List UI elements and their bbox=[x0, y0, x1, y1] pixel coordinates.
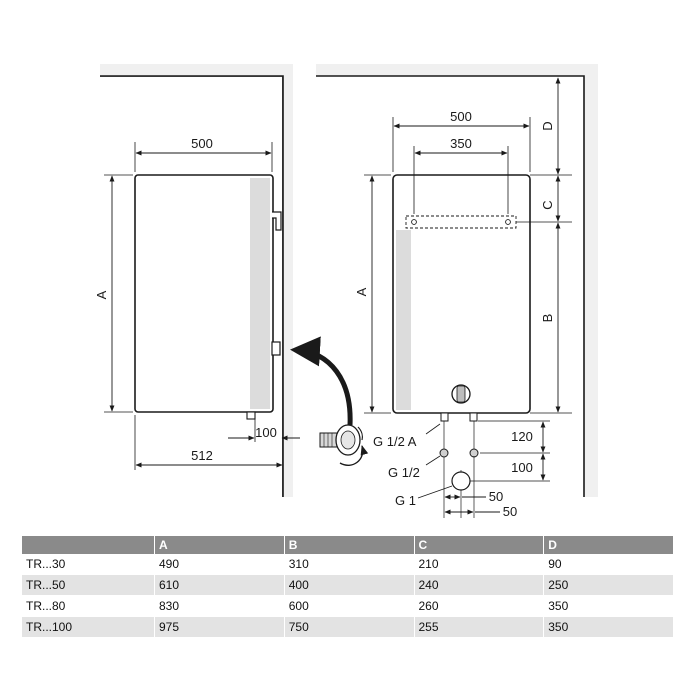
gap-50-b-label: 50 bbox=[503, 504, 517, 519]
table-cell-model: TR...30 bbox=[22, 554, 155, 575]
side-depth-label: 512 bbox=[191, 448, 213, 463]
dimension-b-label: B bbox=[540, 314, 555, 323]
adjustment-knob-icon bbox=[319, 424, 369, 466]
front-tank-shade bbox=[396, 230, 411, 410]
top-bracket bbox=[272, 211, 282, 231]
table-cell-c: 255 bbox=[414, 616, 545, 638]
table-cell-model: TR...100 bbox=[22, 616, 155, 638]
side-height-label: A bbox=[94, 290, 109, 299]
side-tank-body bbox=[134, 174, 274, 413]
pipe-spacing-label: 100 bbox=[511, 460, 533, 475]
table-cell-d: 350 bbox=[543, 616, 674, 638]
dimension-c-label: C bbox=[540, 200, 555, 209]
connection-g-half-right bbox=[469, 448, 479, 458]
bottom-bracket bbox=[271, 341, 281, 356]
table-cell-a: 975 bbox=[154, 616, 285, 638]
side-pipe-offset-label: 100 bbox=[255, 425, 277, 440]
installation-drawing: 500 A 100 512 bbox=[94, 64, 598, 519]
table-cell-c: 260 bbox=[414, 595, 545, 617]
inlet-offset-label: 120 bbox=[511, 429, 533, 444]
front-pipe-stub-right bbox=[469, 412, 478, 422]
table-cell-d: 350 bbox=[543, 595, 674, 617]
side-tank-shade bbox=[250, 178, 270, 409]
table-cell-b: 310 bbox=[284, 554, 415, 575]
g-one-label: G 1 bbox=[395, 493, 416, 508]
table-cell-c: 240 bbox=[414, 574, 545, 596]
side-view: 500 A 100 512 bbox=[94, 64, 369, 497]
curved-arrow bbox=[290, 336, 353, 426]
front-width-label: 500 bbox=[450, 109, 472, 124]
table-row: TR...80 830 600 260 350 bbox=[22, 595, 674, 617]
g-half-label: G 1/2 bbox=[388, 465, 420, 480]
connection-g-one bbox=[451, 471, 471, 491]
dimension-d-label: D bbox=[540, 121, 555, 130]
table-header-b: B bbox=[284, 536, 415, 554]
table-cell-b: 750 bbox=[284, 616, 415, 638]
g-half-a-label: G 1/2 A bbox=[373, 434, 417, 449]
thermostat-knob-icon bbox=[451, 384, 471, 404]
table-header-model bbox=[22, 536, 155, 554]
connection-g-half-left bbox=[439, 448, 449, 458]
table-cell-d: 90 bbox=[543, 554, 674, 575]
front-pipe-stub-left bbox=[440, 412, 449, 422]
table-header-d: D bbox=[543, 536, 674, 554]
table-cell-a: 490 bbox=[154, 554, 285, 575]
dimensions-table: A B C D TR...30 490 310 210 90 TR...50 6… bbox=[22, 536, 674, 638]
table-cell-b: 600 bbox=[284, 595, 415, 617]
front-height-label: A bbox=[354, 287, 369, 296]
table-header-c: C bbox=[414, 536, 545, 554]
table-cell-model: TR...80 bbox=[22, 595, 155, 617]
front-wall bbox=[316, 75, 585, 497]
table-header-row: A B C D bbox=[22, 536, 674, 554]
table-cell-d: 250 bbox=[543, 574, 674, 596]
table-cell-a: 830 bbox=[154, 595, 285, 617]
gap-50-a-label: 50 bbox=[489, 489, 503, 504]
bracket-spacing-label: 350 bbox=[450, 136, 472, 151]
table-cell-c: 210 bbox=[414, 554, 545, 575]
table-cell-a: 610 bbox=[154, 574, 285, 596]
table-row: TR...100 975 750 255 350 bbox=[22, 616, 674, 638]
side-width-label: 500 bbox=[191, 136, 213, 151]
table-row: TR...30 490 310 210 90 bbox=[22, 554, 674, 575]
table-cell-model: TR...50 bbox=[22, 574, 155, 596]
table-row: TR...50 610 400 240 250 bbox=[22, 574, 674, 596]
front-view: 500 350 A D C B 120 100 bbox=[316, 64, 598, 519]
table-cell-b: 400 bbox=[284, 574, 415, 596]
table-header-a: A bbox=[154, 536, 285, 554]
front-tank-body bbox=[392, 174, 531, 414]
side-pipe-stub bbox=[246, 411, 256, 420]
